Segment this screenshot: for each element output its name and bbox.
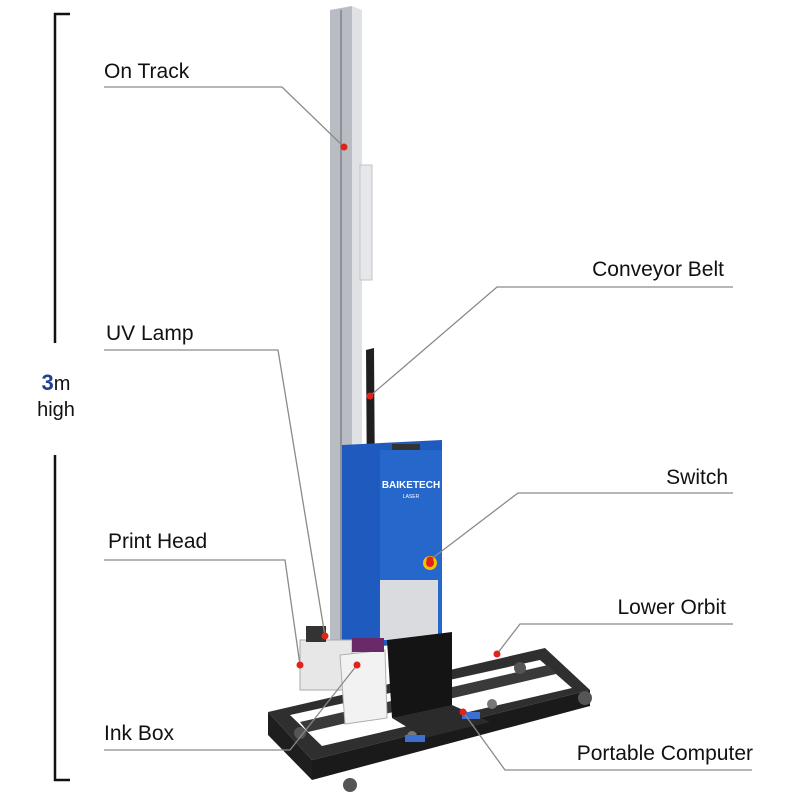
dot-lower-orbit (493, 650, 501, 658)
leader-lines (104, 86, 752, 771)
uv-lamp-unit (306, 626, 326, 642)
dot-ink-box (353, 661, 361, 669)
wheel (514, 662, 526, 674)
base-rail-side (268, 712, 312, 780)
base-rail-front (312, 690, 590, 780)
label-switch: Switch (666, 466, 728, 489)
height-bracket-bottom (53, 455, 70, 782)
ink-cartridges (352, 638, 384, 652)
dot-portable-computer (459, 708, 467, 716)
label-portable-computer: Portable Computer (576, 742, 753, 765)
dot-conveyor-belt (366, 392, 374, 400)
leader-switch (429, 492, 733, 561)
track-panel (359, 164, 373, 281)
label-print-head: Print Head (108, 530, 208, 553)
label-conveyor-belt: Conveyor Belt (592, 258, 724, 281)
leader-uv-lamp (104, 349, 326, 637)
wheel (343, 778, 357, 792)
wheel (487, 699, 497, 709)
height-bracket (53, 12, 70, 782)
leader-portable-computer (462, 711, 752, 771)
leader-ink-box (104, 664, 358, 751)
label-lower-orbit: Lower Orbit (617, 596, 726, 619)
height-value: 3 (41, 370, 54, 395)
laptop-clip (405, 735, 425, 742)
brand-sub: LASER (403, 494, 420, 500)
dot-print-head (296, 661, 304, 669)
laptop-clip (462, 712, 480, 719)
height-indicator: 3m high (28, 370, 84, 423)
dot-uv-lamp (321, 632, 329, 640)
cabinet-vent (392, 444, 420, 450)
control-cabinet (342, 440, 442, 650)
leader-on-track (104, 86, 345, 148)
label-on-track: On Track (104, 60, 190, 83)
ink-box-housing (339, 649, 388, 725)
dot-on-track (340, 143, 348, 151)
brand-name: BAIKETECH (382, 480, 440, 491)
height-word: high (37, 399, 75, 421)
leader-print-head (104, 559, 301, 666)
height-unit: m (53, 373, 71, 395)
marker-dots (296, 143, 501, 716)
label-uv-lamp: UV Lamp (106, 322, 194, 345)
leader-conveyor-belt (369, 286, 733, 397)
dot-switch (426, 556, 434, 564)
laptop-screen (387, 632, 452, 718)
height-bracket-top (53, 12, 70, 343)
wheel (578, 691, 592, 705)
cabinet-lower-panel (380, 580, 438, 640)
wheel (294, 727, 306, 739)
leader-lower-orbit (496, 623, 733, 655)
label-ink-box: Ink Box (104, 722, 175, 745)
